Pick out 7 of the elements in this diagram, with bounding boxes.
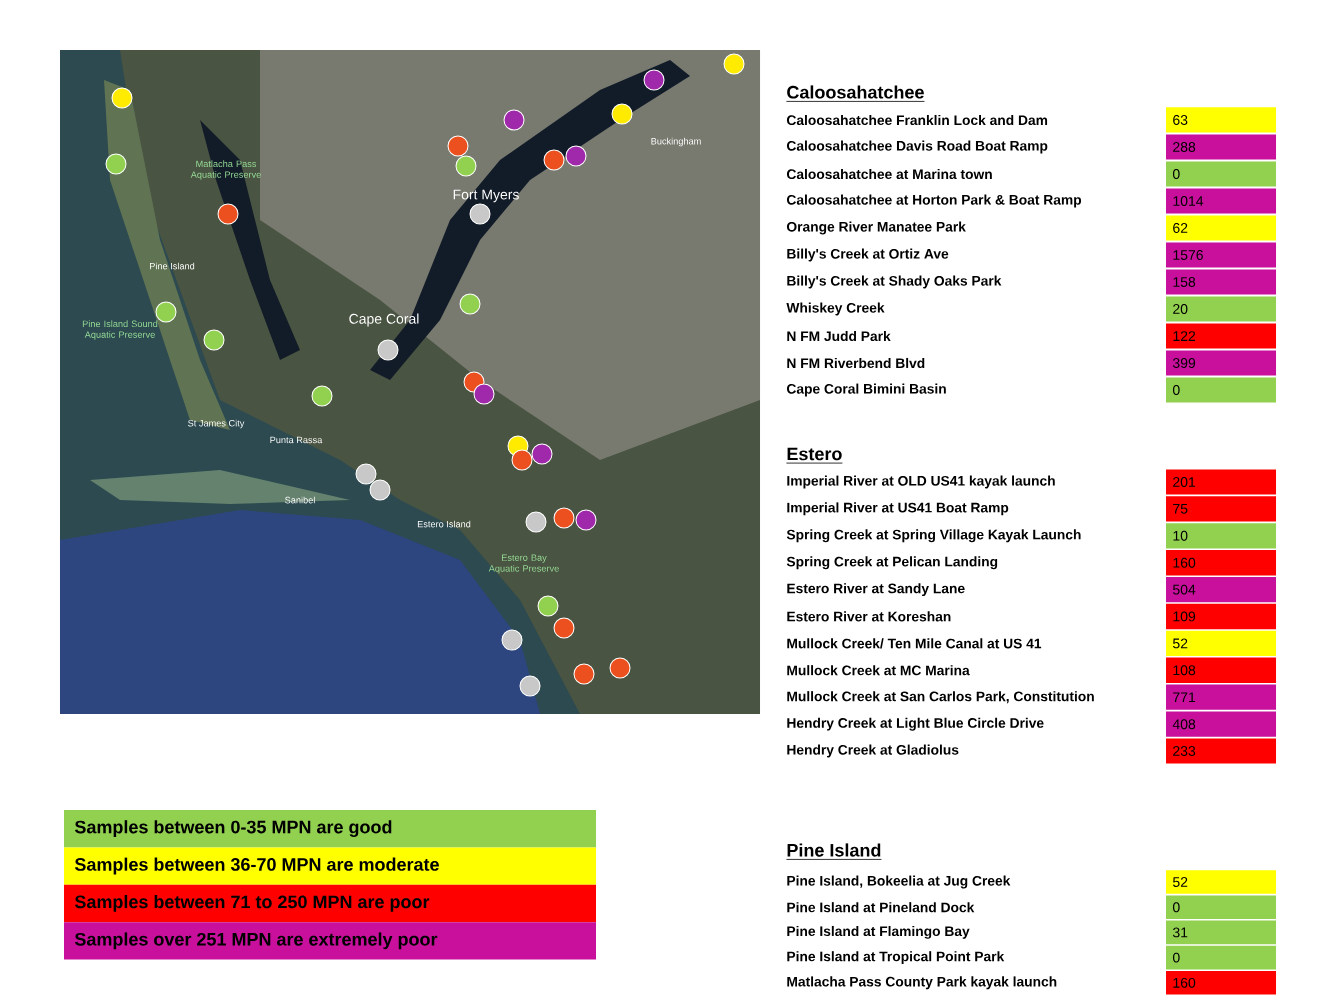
section-heading: Pine Island <box>786 843 882 860</box>
legend-text: Samples over 251 MPN are extremely poor <box>74 932 438 950</box>
section-heading: Caloosahatchee <box>786 85 925 102</box>
legend-text: Samples between 36-70 MPN are moderate <box>74 857 439 875</box>
legend-text: Samples between 0-35 MPN are good <box>74 820 392 838</box>
section-heading: Estero <box>786 447 843 464</box>
legend-text: Samples between 71 to 250 MPN are poor <box>74 895 430 912</box>
